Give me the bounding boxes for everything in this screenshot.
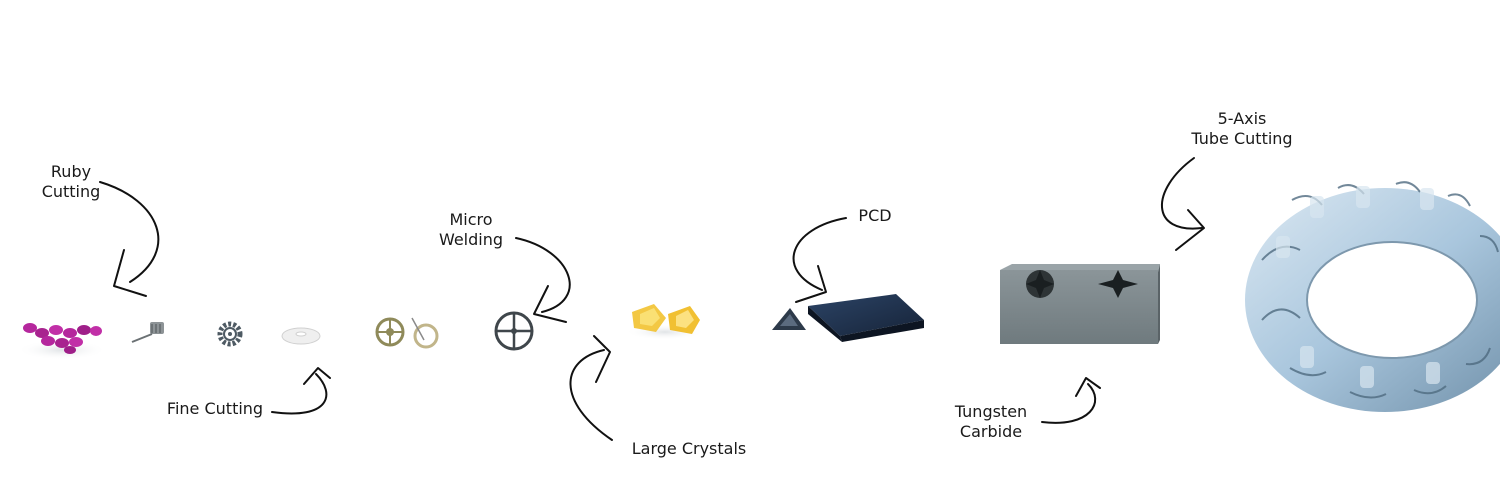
tube-ring — [1245, 181, 1500, 412]
brass-gears — [375, 317, 439, 349]
ruby-cutting-line-2: Cutting — [41, 182, 101, 201]
tungsten-carbide-label: Tungsten Carbide — [944, 402, 1038, 442]
tungsten-carbide-line-1: Tungsten — [954, 402, 1028, 421]
pcd-label: PCD — [858, 206, 892, 225]
ruby-arrowhead-icon — [113, 249, 147, 297]
star-engraving-2 — [1098, 270, 1138, 298]
tube-arrowhead-icon — [1175, 209, 1205, 251]
screw-part — [131, 322, 164, 343]
pcd-arrow-icon — [792, 217, 847, 291]
tungsten-arrow-icon — [1041, 383, 1097, 424]
micro-welding-line-1: Micro — [449, 210, 493, 229]
crystals-arrow-icon — [569, 349, 613, 441]
tungsten-arrowhead-icon — [1075, 377, 1101, 397]
flower-engraving-1 — [1026, 270, 1054, 298]
crystals-arrowhead-icon — [593, 335, 611, 383]
small-gear — [217, 321, 243, 347]
tube-arrow-icon — [1160, 157, 1203, 230]
fine-cutting-arrow-icon — [271, 373, 328, 415]
tube-cutting-label: 5-Axis Tube Cutting — [1180, 109, 1304, 149]
fine-cutting-label: Fine Cutting — [166, 399, 264, 418]
micro-welding-arrow-icon — [515, 237, 571, 313]
micro-welding-arrowhead-icon — [533, 285, 567, 323]
tungsten-carbide-block — [1000, 264, 1160, 344]
annotation-arrows — [99, 157, 1205, 441]
fine-cutting-arrowhead-icon — [303, 367, 331, 385]
micro-welding-label: Micro Welding — [430, 210, 512, 250]
ruby-cutting-line-1: Ruby — [50, 162, 92, 181]
ruby-cutting-label: Ruby Cutting — [28, 162, 114, 202]
pcd-arrowhead-icon — [795, 265, 827, 303]
tube-cutting-line-2: Tube Cutting — [1191, 129, 1293, 148]
micro-welding-line-2: Welding — [438, 230, 504, 249]
tungsten-carbide-line-2: Carbide — [959, 422, 1023, 441]
ruby-pieces — [17, 323, 107, 360]
yellow-crystals — [625, 304, 705, 340]
large-crystals-label: Large Crystals — [631, 439, 747, 458]
pcd-pieces — [772, 294, 924, 342]
balance-wheel — [494, 311, 534, 351]
tube-cutting-line-1: 5-Axis — [1217, 109, 1267, 128]
ruby-arrow-icon — [99, 181, 160, 283]
white-disc — [281, 327, 321, 345]
